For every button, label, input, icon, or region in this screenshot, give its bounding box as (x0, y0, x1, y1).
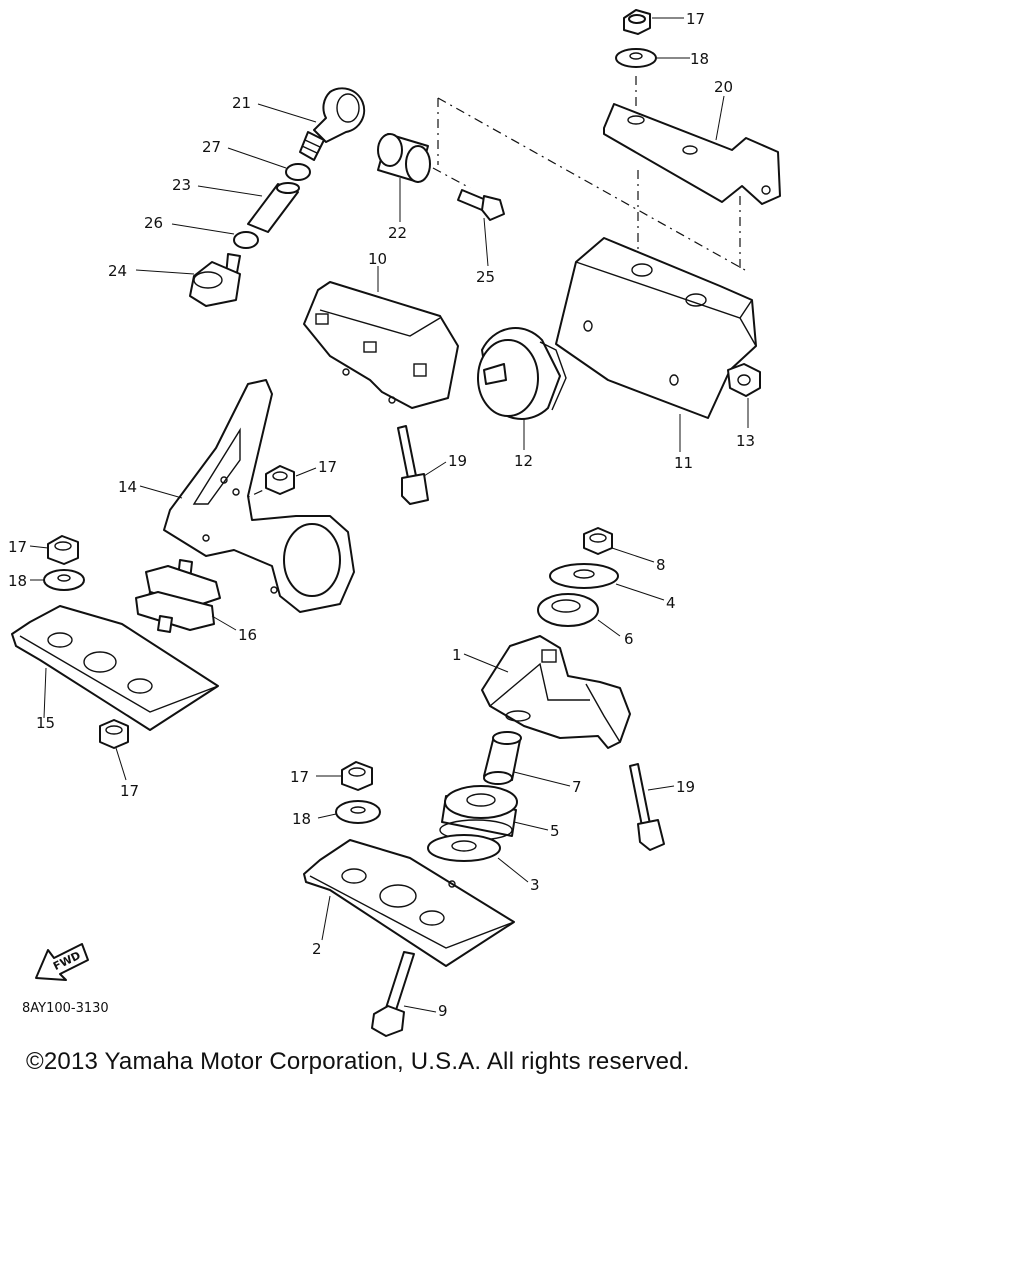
label-11: 11 (674, 454, 693, 472)
part-17-nut-mid (265, 465, 295, 495)
copyright-notice: ©2013 Yamaha Motor Corporation, U.S.A. A… (26, 1048, 690, 1075)
part-25-bolt (457, 189, 505, 221)
label-22: 22 (388, 224, 407, 242)
label-21: 21 (232, 94, 251, 112)
label-25: 25 (476, 268, 495, 286)
label-19-upper: 19 (448, 452, 467, 470)
label-19-right: 19 (676, 778, 695, 796)
part-12-motor (477, 327, 567, 420)
part-17-nut-top (623, 9, 651, 35)
part-14-bracket (163, 379, 355, 613)
part-19-bolt-upper (397, 425, 429, 505)
label-12: 12 (514, 452, 533, 470)
label-15: 15 (36, 714, 55, 732)
part-5-cushion (439, 785, 518, 841)
label-17-top: 17 (686, 10, 705, 28)
part-18-washer-top (615, 48, 657, 68)
part-number-labels: 17 18 20 21 27 23 26 24 22 25 10 12 11 1… (8, 10, 755, 1020)
part-4-washer (549, 563, 619, 589)
part-18-washer-middle (335, 800, 381, 824)
label-17-left-bottom: 17 (120, 782, 139, 800)
label-20: 20 (714, 78, 733, 96)
label-18-left: 18 (8, 572, 27, 590)
label-24: 24 (108, 262, 127, 280)
part-2-plate (303, 839, 515, 967)
part-13-nut (727, 363, 761, 397)
label-4: 4 (666, 594, 676, 612)
part-6-cushion (537, 593, 599, 627)
part-7-collar (483, 731, 522, 785)
label-10: 10 (368, 250, 387, 268)
label-18-top: 18 (690, 50, 709, 68)
part-3-washer (427, 834, 501, 862)
label-16: 16 (238, 626, 257, 644)
part-21-rod-end (299, 87, 366, 161)
part-1-bracket (481, 635, 631, 749)
part-17-nut-middle (341, 761, 373, 791)
part-27-washer (285, 163, 311, 181)
part-17-nut-left (47, 535, 79, 565)
label-8: 8 (656, 556, 666, 574)
label-2: 2 (312, 940, 322, 958)
part-15-plate (11, 605, 219, 731)
label-26: 26 (144, 214, 163, 232)
diagram-code: 8AY100-3130 (22, 1001, 109, 1016)
part-11-cover (555, 237, 757, 419)
label-7: 7 (572, 778, 582, 796)
part-9-bolt (371, 951, 415, 1037)
label-14: 14 (118, 478, 137, 496)
label-17-mid: 17 (318, 458, 337, 476)
label-3: 3 (530, 876, 540, 894)
label-5: 5 (550, 822, 560, 840)
part-16-rubber-mount (135, 559, 221, 633)
leader-lines (29, 17, 749, 1013)
label-17-left: 17 (8, 538, 27, 556)
part-24-bolt (189, 253, 241, 307)
label-27: 27 (202, 138, 221, 156)
label-18-middle: 18 (292, 810, 311, 828)
part-17-nut-left-bottom (99, 719, 129, 749)
label-17-middle: 17 (290, 768, 309, 786)
part-23-collar (247, 182, 300, 233)
part-10-bracket (303, 281, 459, 409)
exploded-parts-diagram: FWD 17 (8, 9, 781, 1037)
part-18-washer-left (43, 569, 85, 591)
forward-arrow-icon: FWD (35, 943, 89, 981)
part-20-bracket (603, 103, 781, 205)
part-26-washer (233, 231, 259, 249)
part-19-bolt-right (629, 763, 665, 851)
label-23: 23 (172, 176, 191, 194)
label-6: 6 (624, 630, 634, 648)
part-8-nut (583, 527, 613, 555)
label-13: 13 (736, 432, 755, 450)
label-1: 1 (452, 646, 462, 664)
part-22-bushing (377, 133, 431, 183)
label-9: 9 (438, 1002, 448, 1020)
